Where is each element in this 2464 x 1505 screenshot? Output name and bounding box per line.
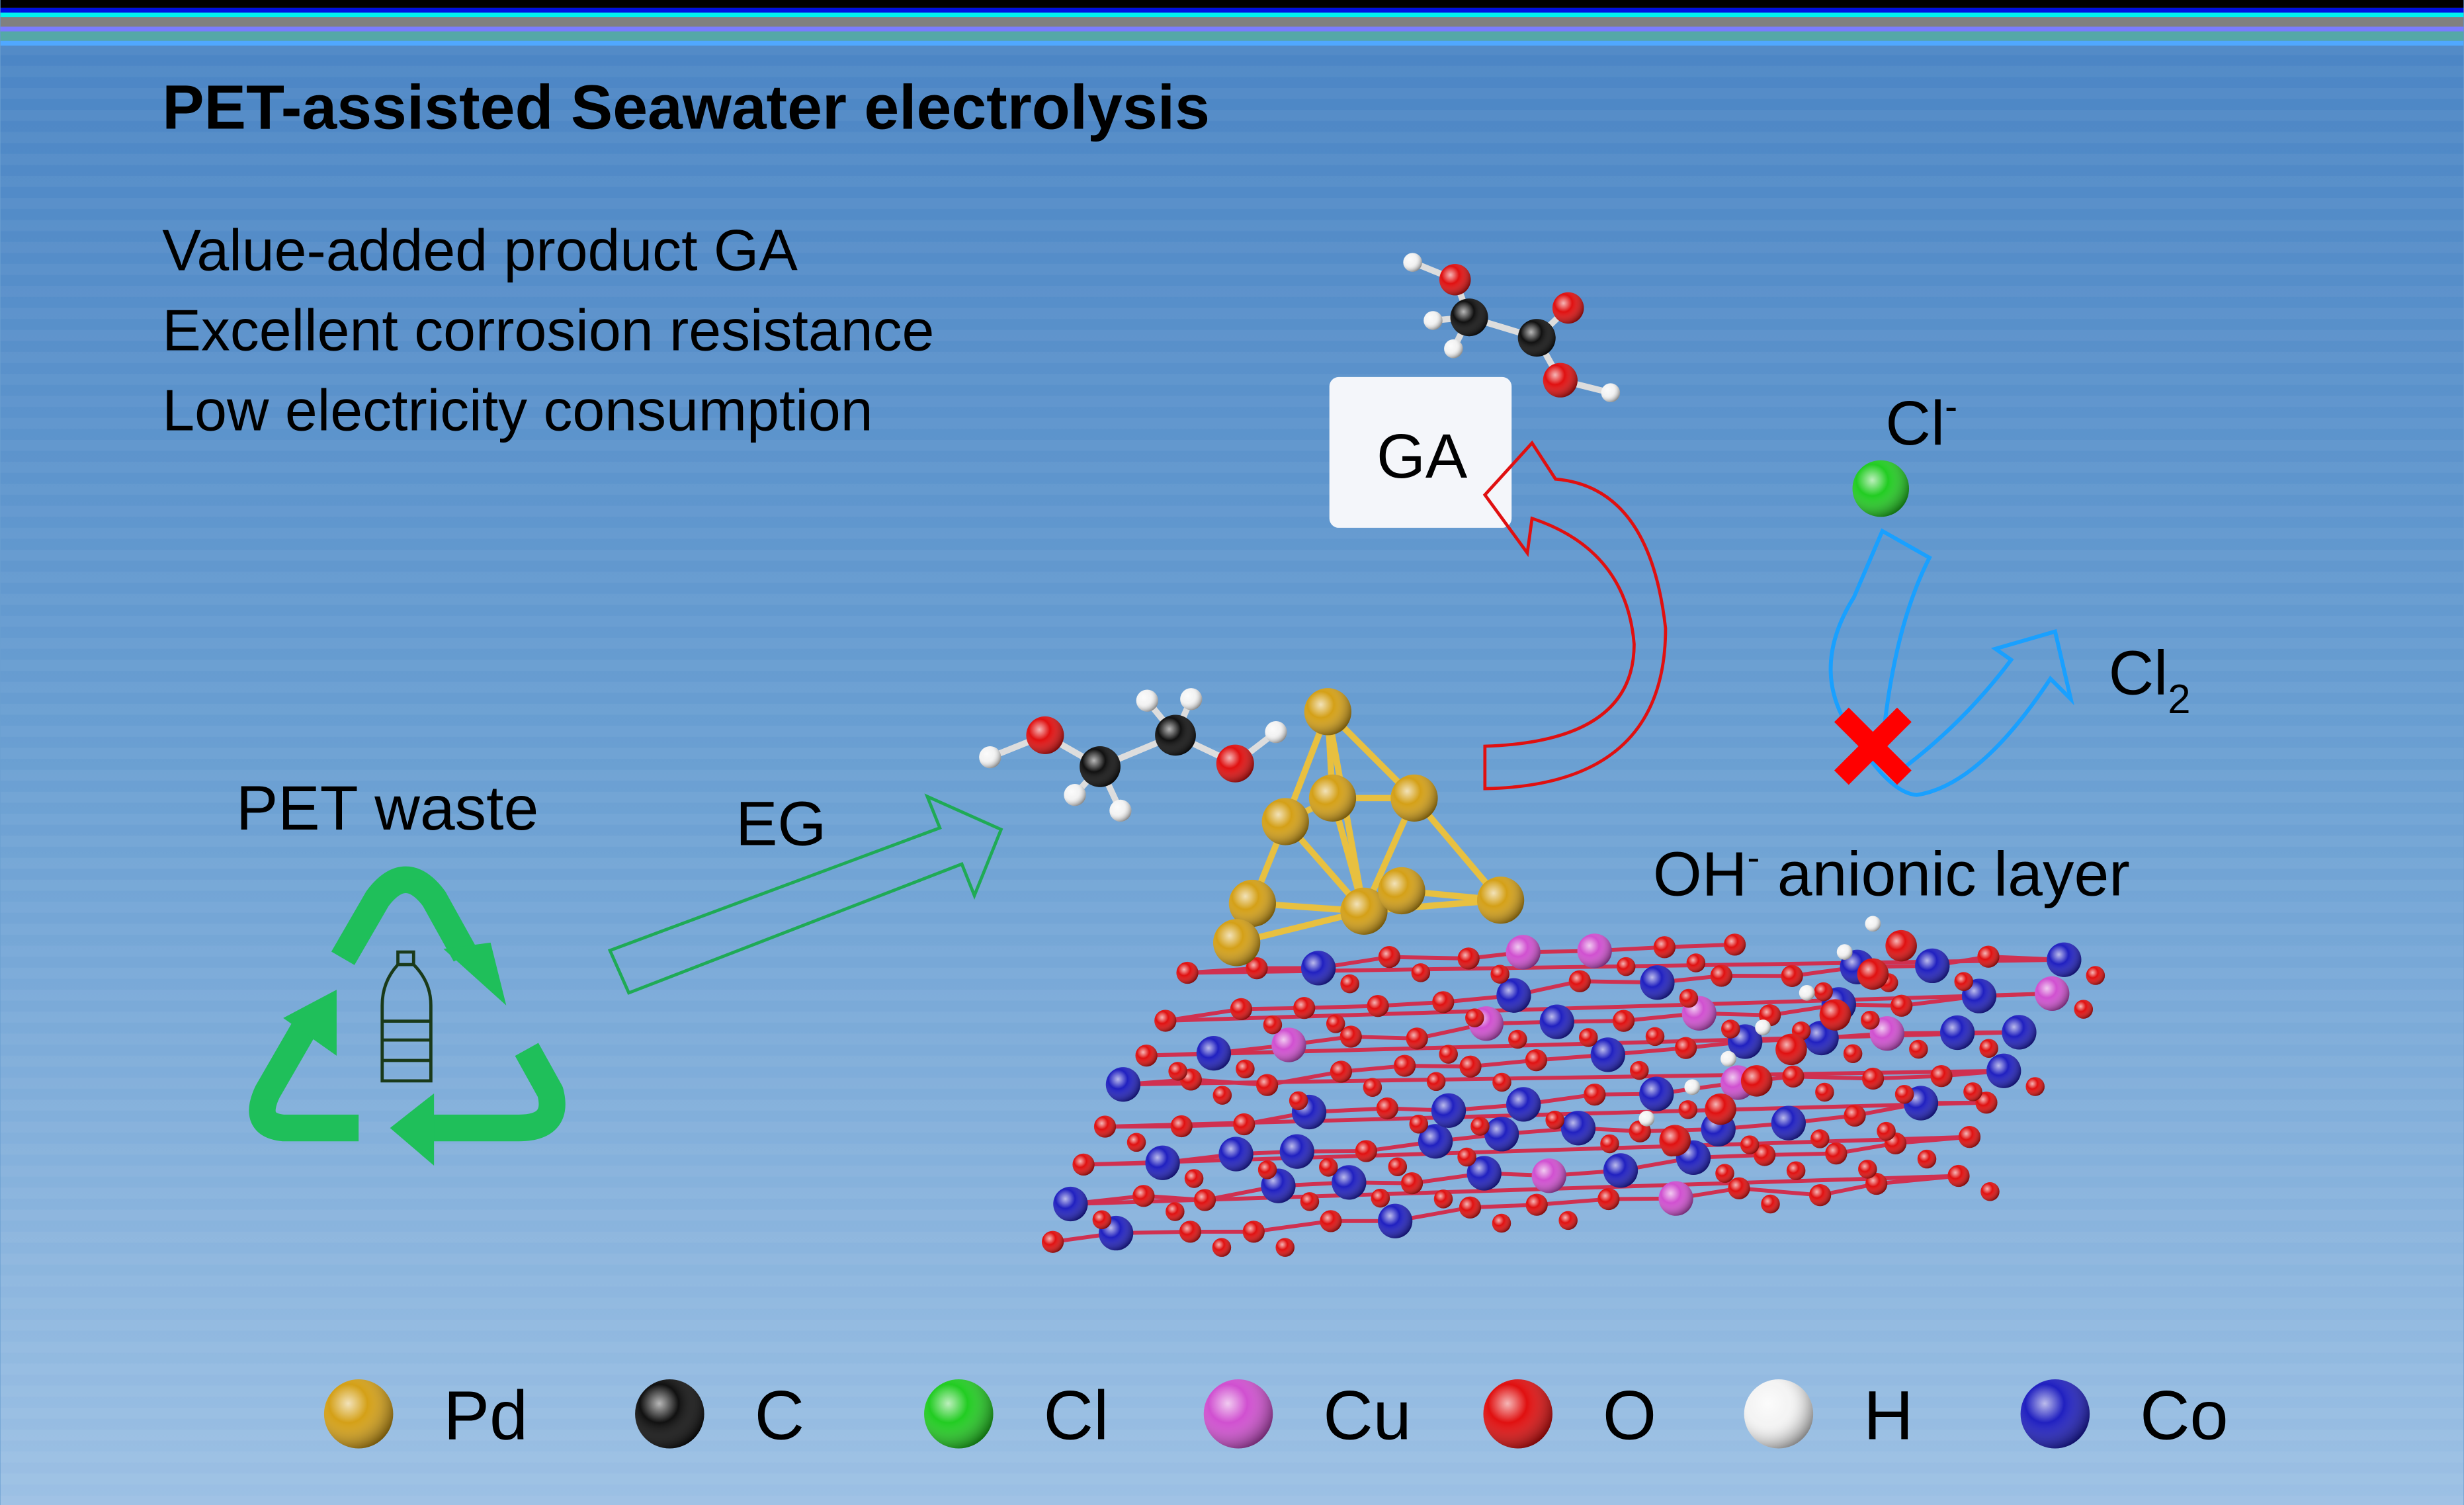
recycle-icon: [249, 866, 566, 1166]
cl-ion-label: Cl-: [1885, 386, 1957, 458]
ethylene-glycol-molecule: [979, 688, 1287, 822]
highlight-item: Value-added product GA: [162, 217, 798, 282]
eg-label: EG: [736, 789, 826, 859]
eg-arrow: [607, 793, 1003, 995]
legend-label: Cu: [1323, 1377, 1412, 1454]
ga-label: GA: [1377, 421, 1468, 492]
highlights-list: Value-added product GA Excellent corrosi…: [162, 217, 934, 443]
legend-item-pd: Pd: [323, 1377, 528, 1454]
top-color-bands: [0, 0, 2464, 46]
bottle-icon: [380, 950, 433, 1083]
legend-label: Pd: [443, 1377, 528, 1454]
legend-label: O: [1603, 1377, 1656, 1454]
blocked-x-icon: [1834, 707, 1912, 785]
legend-item-co: Co: [2020, 1377, 2229, 1454]
cl2-label: Cl2: [2109, 638, 2191, 722]
legend-label: C: [755, 1377, 804, 1454]
catalyst-crystal-structure: [1041, 916, 2105, 1257]
page-title: PET-assisted Seawater electrolysis: [162, 73, 1210, 143]
glycolic-acid-molecule: [1403, 253, 1621, 402]
highlight-item: Low electricity consumption: [162, 378, 872, 443]
legend-label: H: [1863, 1377, 1913, 1454]
ga-arrow: [1482, 440, 1668, 791]
legend-item-h: H: [1744, 1377, 1914, 1454]
legend-label: Co: [2140, 1377, 2229, 1454]
highlight-item: Excellent corrosion resistance: [162, 298, 934, 363]
legend-label: Cl: [1044, 1377, 1109, 1454]
legend-item-cl: Cl: [924, 1377, 1109, 1454]
element-legend: Pd C Cl Cu O H Co: [323, 1377, 2229, 1454]
legend-item-c: C: [635, 1377, 804, 1454]
pet-waste-label: PET waste: [236, 773, 538, 843]
pd-cluster: [1213, 688, 1525, 967]
ga-product-image: [1329, 376, 1512, 528]
oh-anionic-layer-label: OH- anionic layer: [1653, 837, 2130, 910]
legend-item-cu: Cu: [1203, 1377, 1412, 1454]
legend-item-o: O: [1483, 1377, 1656, 1454]
